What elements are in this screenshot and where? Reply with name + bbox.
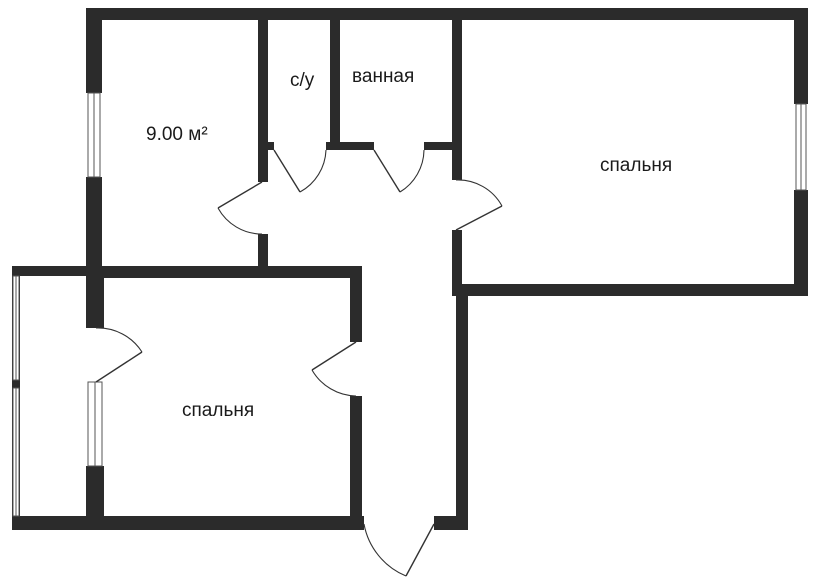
balcony-divider-lower: [86, 466, 104, 530]
outer-wall-right-lower: [794, 190, 808, 296]
outer-wall-right-upper: [794, 8, 808, 104]
door-toilet[interactable]: [273, 149, 327, 193]
outer-wall-bottom-left: [12, 516, 364, 530]
bedroom-right-left-wall-lower: [452, 230, 462, 296]
door-balcony[interactable]: [95, 327, 143, 383]
bedroom-left-right-wall-lower: [350, 396, 362, 530]
door-bedroom-left[interactable]: [311, 341, 357, 397]
walls: [12, 8, 808, 530]
balcony-divider-upper: [86, 266, 104, 328]
outer-wall-left-middle: [86, 177, 102, 272]
door-bedroom-right[interactable]: [455, 179, 503, 231]
toilet-bath-bottom-wall-middle: [326, 142, 374, 150]
bedroom-right-bottom-wall: [456, 284, 808, 296]
door-bathroom[interactable]: [373, 149, 425, 193]
balcony-top-wall: [12, 266, 102, 276]
bedroom-right-left-wall-upper: [452, 8, 462, 180]
room-bathroom-label: ванная: [352, 66, 414, 87]
kitchen-bedroom-wall: [86, 266, 362, 278]
window-balcony-upper: [12, 275, 20, 381]
window-kitchen: [87, 92, 101, 178]
hallway-right-wall: [456, 284, 468, 530]
bathroom-bottom-wall-right: [424, 142, 462, 150]
room-kitchen-label: 9.00 м²: [146, 124, 208, 145]
outer-wall-bottom-right: [434, 516, 468, 530]
window-balcony-lower: [12, 387, 20, 517]
toilet-bath-divider: [330, 8, 340, 150]
toilet-bottom-wall-left: [258, 142, 274, 150]
kitchen-right-wall-upper: [258, 8, 268, 182]
outer-wall-top: [86, 8, 808, 20]
window-bedroom-right: [795, 103, 807, 191]
room-bedroom-left-label: спальня: [182, 400, 254, 421]
window-bedroom-left: [87, 381, 103, 467]
room-bedroom-right-label: спальня: [600, 155, 672, 176]
kitchen-right-wall-lower: [258, 234, 268, 278]
door-kitchen[interactable]: [217, 181, 263, 235]
room-toilet-label: с/у: [290, 70, 315, 91]
door-entrance[interactable]: [363, 523, 435, 577]
bedroom-left-right-wall-upper: [350, 266, 362, 342]
outer-wall-left-upper: [86, 8, 102, 93]
